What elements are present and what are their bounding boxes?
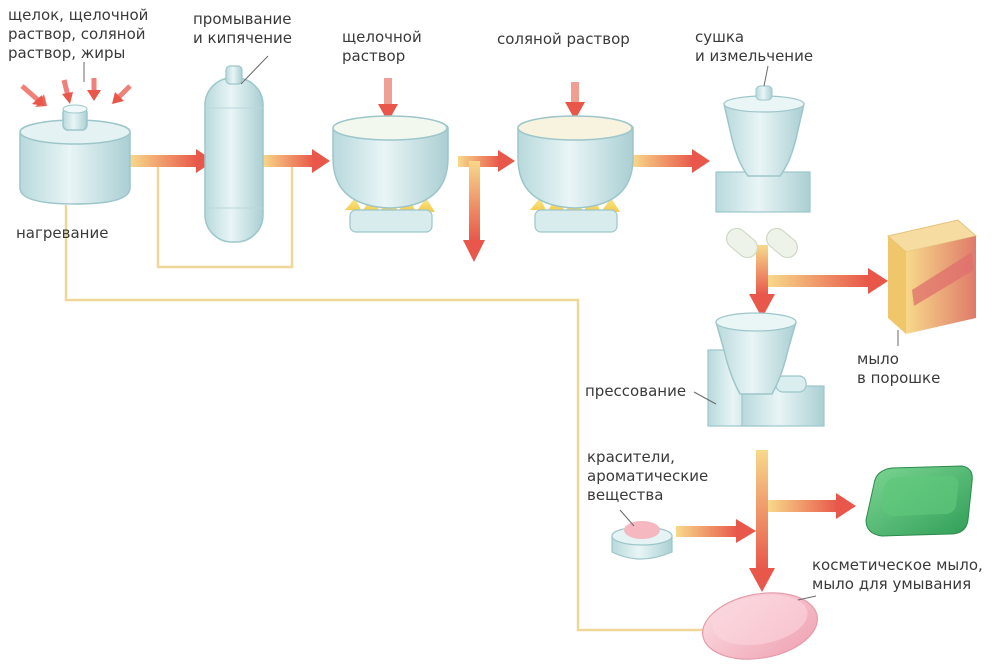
arrow-salt-input-head [565,102,585,120]
heating-vessel [19,104,131,205]
arrow-press-to-cosmetic-shaft [756,450,768,570]
dye-dish [611,509,673,560]
label-washing: промывание и кипячение [193,10,293,47]
press-machine [693,312,825,427]
alkaline-tank [332,115,449,233]
washing-column [204,55,269,243]
ingredient-arrows [20,78,132,107]
arrow-ingredient-1 [20,84,40,102]
arrow-alkaline-to-salt-head [498,150,515,172]
arrow-branch-down-head [463,240,485,262]
label-salt: соляной раствор [497,30,630,48]
label-alkaline: щелочной раствор [342,28,422,65]
return-pipe [64,205,705,632]
label-drying: сушка и измельчение [695,28,814,65]
arrows [20,78,888,592]
washer-loop-pipe [156,165,294,269]
washing-label-pointer [240,55,269,85]
arrow-washer-to-alkaline-shaft [262,155,314,167]
arrow-salt-to-dryer-head [692,149,710,173]
pressing-label-pointer [693,391,717,405]
cosmetic-label-pointer [797,595,817,601]
arrow-to-green-soap-head [836,493,856,519]
label-dyes: красители, ароматические вещества [587,448,709,504]
powder-soap-box [886,219,978,346]
arrow-alkaline-input-head [378,104,398,122]
pink-soap [702,592,818,660]
arrow-dyes-to-mix-shaft [676,526,738,537]
label-heating: нагревание [16,224,109,242]
label-pressing: прессование [585,382,687,400]
drying-label-pointer [763,65,769,87]
arrow-heater-to-washer-shaft [130,155,198,167]
rollers [726,227,798,259]
label-ingredients: щелок, щелочной раствор, соляной раствор… [8,6,149,62]
arrow-to-green-soap-shaft [768,500,838,512]
arrow-to-powder-shaft [768,275,868,287]
arrow-to-press-shaft [756,245,768,295]
label-cosmetic: косметическое мыло, мыло для умывания [812,556,983,593]
pipes [64,165,705,632]
arrow-branch-down-shaft [469,161,480,241]
drying-grinder [715,65,811,213]
salt-tank [517,115,634,233]
arrow-alkaline-input-shaft [384,78,392,108]
arrow-to-powder-head [868,268,888,294]
arrow-to-pink-soap-head [749,568,775,592]
dyes-label-pointer [619,509,635,527]
arrow-washer-to-alkaline-head [312,149,330,173]
arrow-salt-to-dryer-shaft [632,155,694,167]
arrow-ingredient-4 [116,84,132,100]
arrow-to-press-head [749,294,775,318]
green-soap-bar [865,465,973,537]
arrow-dyes-to-mix-head [736,519,756,543]
arrow-salt-input-shaft [571,82,579,104]
label-powder: мыло в порошке [857,350,941,387]
